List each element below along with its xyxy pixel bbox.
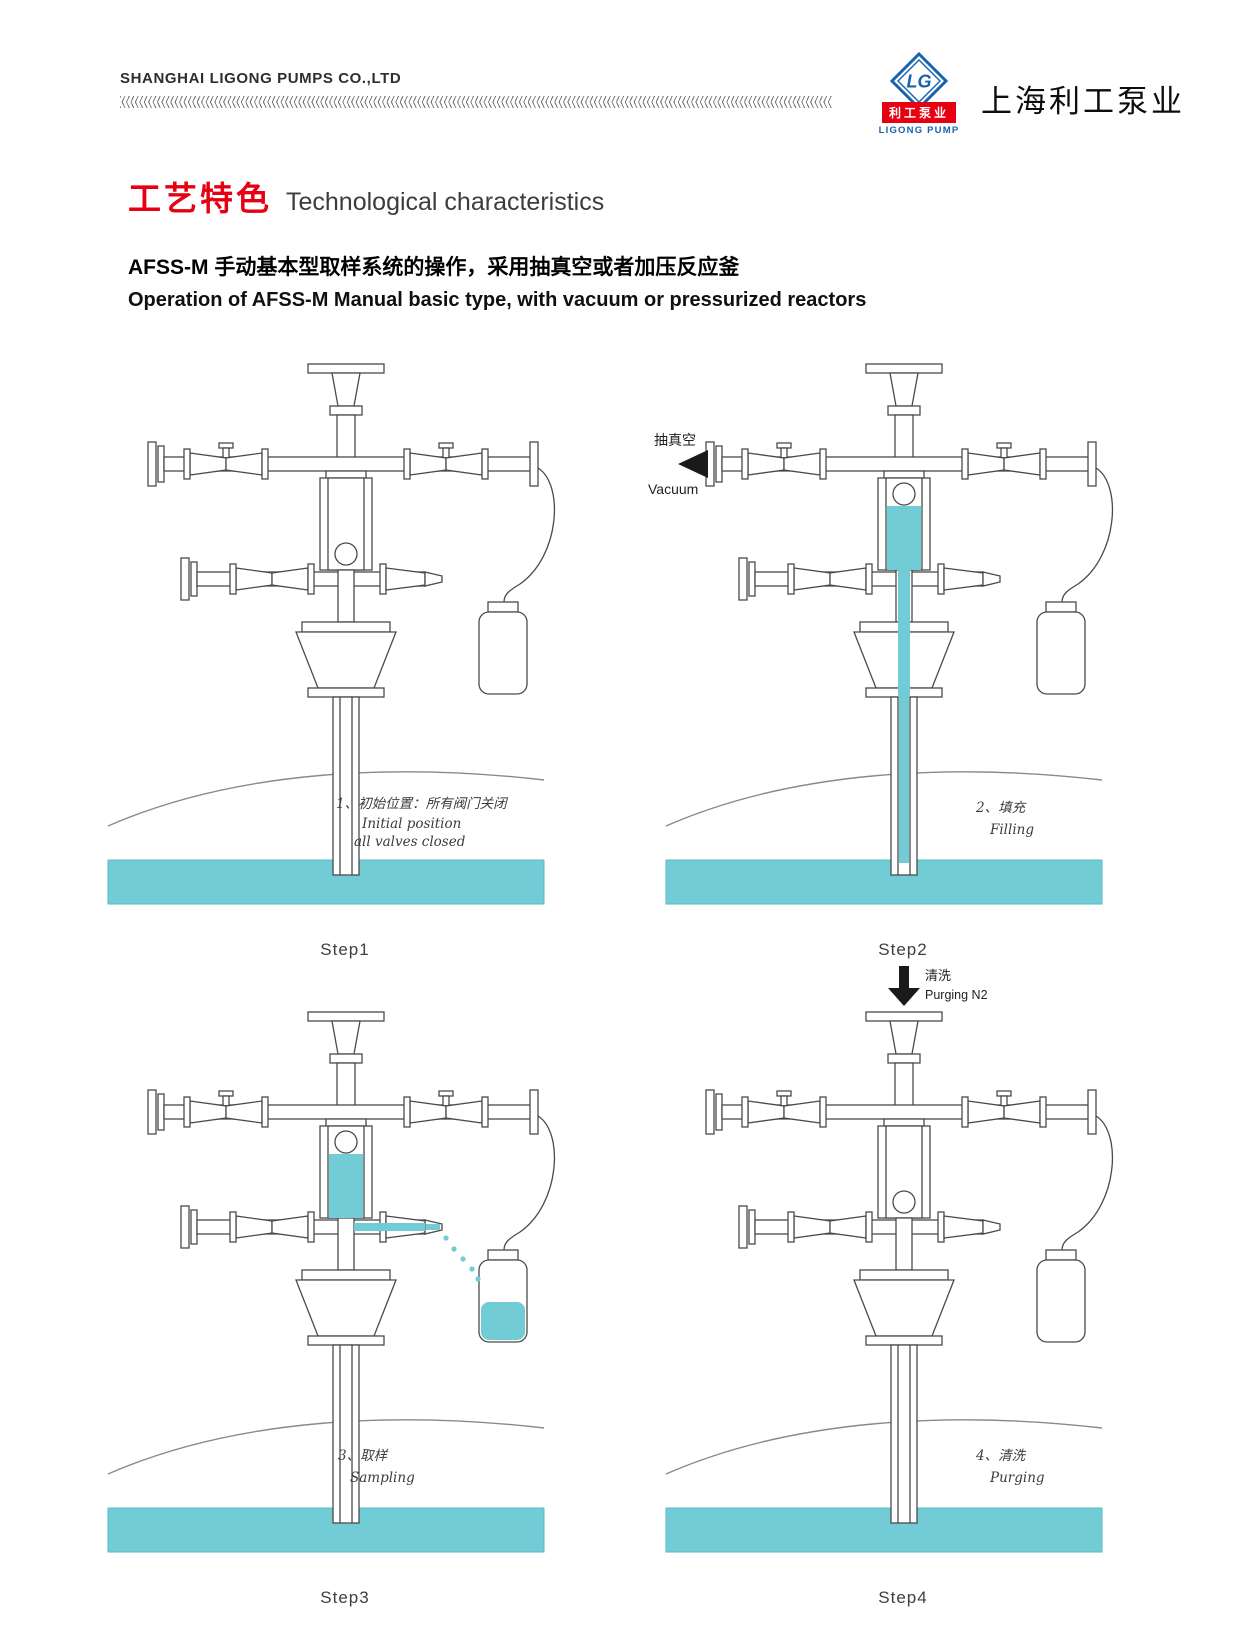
company-name: SHANGHAI LIGONG PUMPS CO.,LTD [120,70,402,87]
company-block: SHANGHAI LIGONG PUMPS CO.,LTD [120,58,832,108]
operation-subtitle: AFSS-M 手动基本型取样系统的操作，采用抽真空或者加压反应釜 Operati… [128,252,866,316]
annotation-line: all valves closed [354,834,466,850]
annotation-line: Initial position [361,816,461,832]
annotation-line: 2、填充 [975,800,1027,816]
page-header: SHANGHAI LIGONG PUMPS CO.,LTD LG 利工泵业 LI… [120,52,1185,136]
check-ball [334,1130,358,1154]
operation-subtitle-cn: AFSS-M 手动基本型取样系统的操作，采用抽真空或者加压反应釜 [128,256,740,279]
vacuum-arrow [678,450,708,478]
annotation-line: Sampling [350,1470,415,1486]
annotation-line: Purging [989,1470,1045,1486]
liquid-fill-column [887,506,921,863]
purge-arrow [888,966,920,1006]
diagram-step3: 3、取样 Sampling [107,1011,556,1553]
diagram-cell-step4: 清洗 Purging N2 4、清洗 Purging Step4 [644,966,1136,1608]
diagram-cell-step2: 抽真空 Vacuum 2、填充 Filling Step2 [644,318,1136,960]
section-title-en: Technological characteristics [286,188,605,216]
purge-label-cn: 清洗 [925,968,951,983]
step-label: Step1 [320,940,370,959]
diagram-step1: 1、初始位置：所有阀门关闭 Initial position all valve… [107,363,556,905]
check-ball [892,1190,916,1214]
diagram-step2: 抽真空 Vacuum 2、填充 Filling [648,363,1114,905]
step-label: Step2 [878,940,928,959]
section-title: 工艺特色 Technological characteristics [128,172,604,220]
liquid-sampling-path [329,1154,525,1340]
annotation-line: Filling [989,822,1034,838]
annotation-line: 4、清洗 [975,1448,1027,1464]
purge-label-en: Purging N2 [925,988,988,1002]
section-title-cn: 工艺特色 [128,180,272,217]
check-ball [892,482,916,506]
brand-name-cn: 上海利工泵业 [981,83,1185,119]
check-ball [334,542,358,566]
diagram-grid: 1、初始位置：所有阀门关闭 Initial position all valve… [86,318,1136,1608]
logo-block: LG 利工泵业 LIGONG PUMP 上海利工泵业 [871,52,1185,136]
chevron-divider [120,96,832,108]
vacuum-label-cn: 抽真空 [654,432,696,448]
annotation-line: 1、初始位置：所有阀门关闭 [336,796,508,812]
logo-monogram: LG [907,72,932,92]
diagram-cell-step1: 1、初始位置：所有阀门关闭 Initial position all valve… [86,318,578,960]
logo-name-en: LIGONG PUMP [878,125,960,136]
logo-name-cn: 利工泵业 [881,102,956,123]
diagram-cell-step3: 3、取样 Sampling Step3 [86,966,578,1608]
vacuum-label-en: Vacuum [648,481,698,497]
diagram-step4: 清洗 Purging N2 4、清洗 Purging [665,966,1114,1553]
step-label: Step4 [878,1588,928,1607]
step-label: Step3 [320,1588,370,1607]
annotation-line: 3、取样 [338,1448,389,1464]
operation-subtitle-en: Operation of AFSS-M Manual basic type, w… [128,288,867,311]
